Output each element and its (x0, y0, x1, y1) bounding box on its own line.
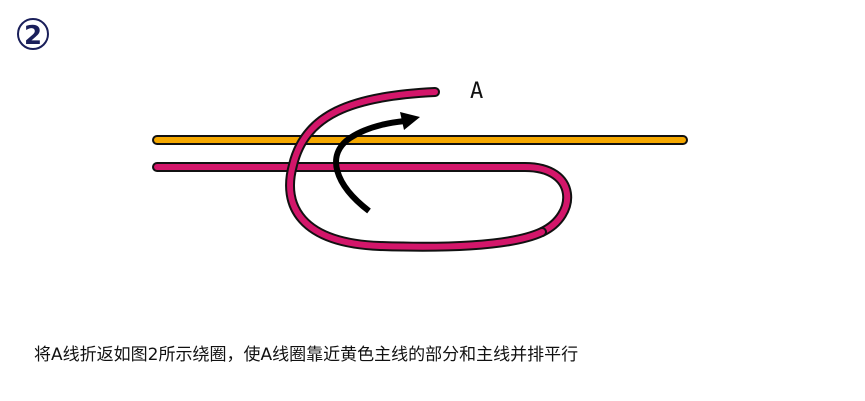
arrow-head-icon (400, 112, 420, 130)
label-a: A (470, 79, 483, 104)
step-number-badge: 2 (17, 18, 49, 51)
instruction-caption: 将A线折返如图2所示绕圈，使A线圈靠近黄色主线的部分和主线并排平行 (34, 345, 579, 365)
a-line-loop (285, 87, 547, 252)
a-line-straight (152, 162, 573, 237)
direction-arrow (333, 112, 420, 214)
